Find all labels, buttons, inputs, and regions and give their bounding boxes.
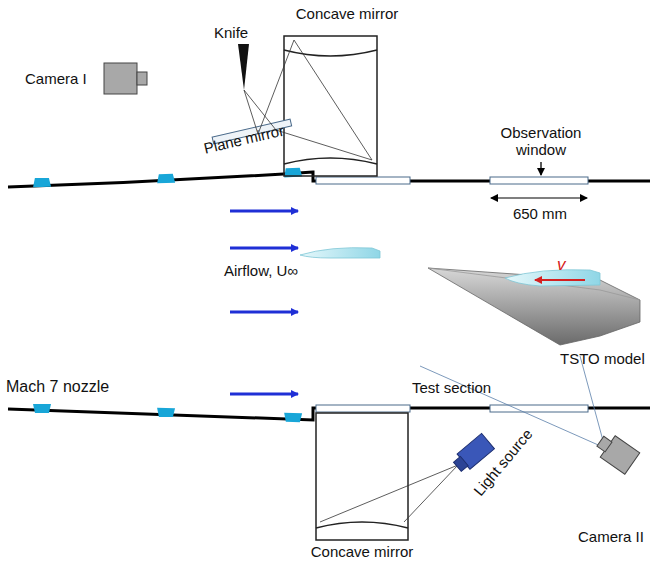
tunnel-wall-top [8,168,650,188]
part-label: Camera II [578,528,644,545]
part-label: Knife [214,24,248,41]
part-label: Observation window [496,124,586,158]
concave-mirror-top [284,36,377,176]
airflow-arrows [230,211,298,394]
light-rays-bottom [320,465,458,522]
part-label: Mach 7 nozzle [6,378,109,395]
tsto-model [428,268,640,345]
flow-label: Airflow, U∞ [224,262,298,279]
part-label: Plane mirror [202,122,285,157]
velocity-symbol: v [557,256,566,273]
model-label: TSTO model [560,350,645,367]
upper-stage [300,248,380,258]
mirror-label: Concave mirror [311,543,414,560]
mirror-label: Concave mirror [296,5,399,22]
concave-mirror-bottom [316,413,408,540]
camera-one [104,63,147,94]
dimension-label: 650 mm [513,205,567,222]
knife-edge [238,44,249,90]
pointer-arrow [540,162,541,175]
part-label: Camera I [25,70,87,87]
dimension-line [491,197,587,198]
part-label: Test section [412,379,491,396]
camera-view-lines [420,356,605,448]
camera-two [593,431,640,475]
